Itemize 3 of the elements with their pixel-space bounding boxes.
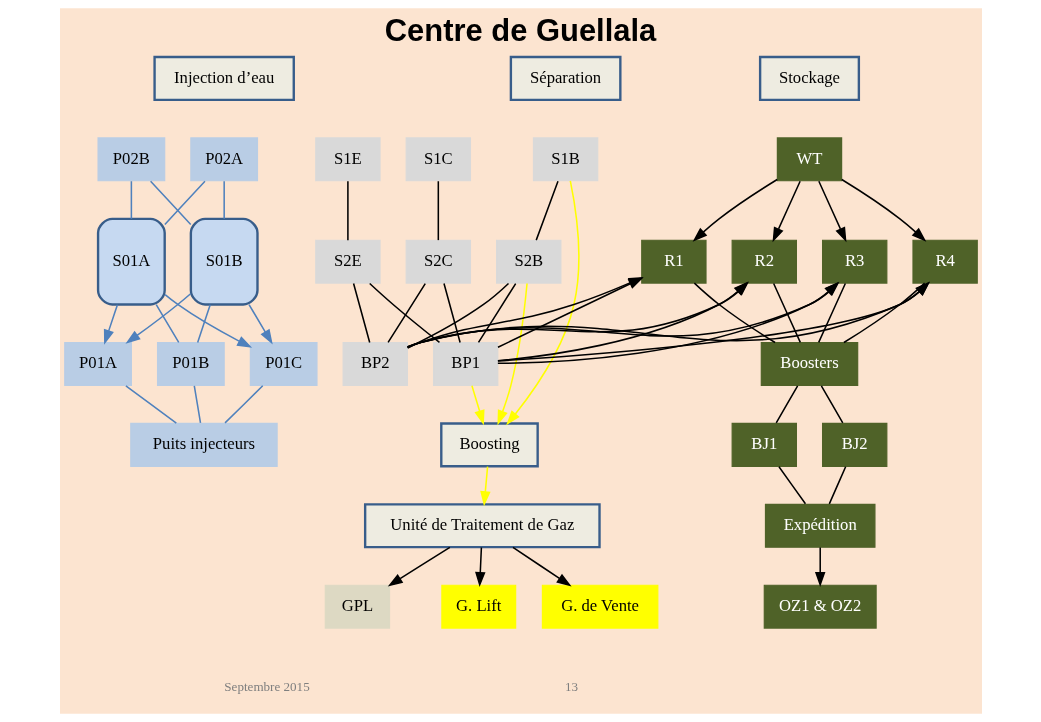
label: 13	[564, 678, 578, 694]
label: Septembre 2015	[223, 678, 310, 694]
diagram-title: Centre de Guellala	[384, 13, 656, 49]
